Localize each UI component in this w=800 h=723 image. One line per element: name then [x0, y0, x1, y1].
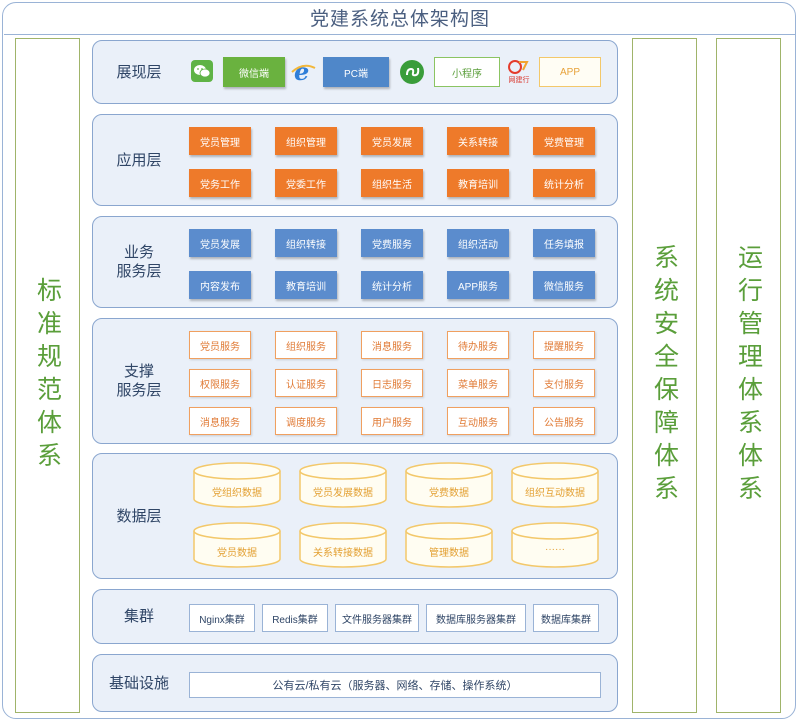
database-cylinder-icon	[299, 522, 387, 568]
application-module: 党员管理	[189, 127, 251, 155]
business-service: 组织活动	[447, 229, 509, 257]
security-column-label: 系统安全保障体系	[650, 243, 680, 508]
support-service: 提醒服务	[533, 331, 595, 359]
application-module: 关系转接	[447, 127, 509, 155]
data-store: 组织互动数据	[511, 462, 599, 508]
infrastructure-box: 公有云/私有云（服务器、网络、存储、操作系统）	[189, 672, 601, 698]
data-store-label: 党费数据	[429, 488, 469, 499]
standards-column: 标准规范体系	[15, 38, 80, 713]
business-service: 党员发展	[189, 229, 251, 257]
support-service: 调度服务	[275, 407, 337, 435]
svg-text:e: e	[294, 58, 309, 84]
support-service: 公告服务	[533, 407, 595, 435]
data-store: 党组织数据	[193, 462, 281, 508]
layer-label: 集群	[123, 608, 154, 625]
data-store-label: 党员数据	[217, 548, 257, 559]
wechat-icon	[191, 60, 213, 82]
data-store-label: 党员发展数据	[313, 488, 373, 499]
mini-program-icon	[399, 59, 425, 85]
database-cylinder-icon	[511, 522, 599, 568]
channel-wechat: 微信端	[223, 57, 285, 87]
support-service: 待办服务	[447, 331, 509, 359]
support-service: 权限服务	[189, 369, 251, 397]
application-module: 党费管理	[533, 127, 595, 155]
data-store: 关系转接数据	[299, 522, 387, 568]
cluster-item: 文件服务器集群	[335, 604, 419, 632]
layer-infrastructure: 基础设施 公有云/私有云（服务器、网络、存储、操作系统）	[92, 654, 618, 712]
channel-pc: PC端	[323, 57, 389, 87]
title-divider	[4, 34, 796, 35]
business-service: 内容发布	[189, 271, 251, 299]
app-logo-icon: 网建行	[505, 58, 533, 86]
operations-column: 运行管理体系体系	[716, 38, 781, 713]
layer-label: 基础设施	[108, 674, 169, 692]
data-store: 党员发展数据	[299, 462, 387, 508]
database-cylinder-icon	[405, 522, 493, 568]
layer-label: 支撑 服务层	[116, 363, 162, 399]
database-cylinder-icon	[193, 462, 281, 508]
database-cylinder-icon	[299, 462, 387, 508]
support-service: 消息服务	[361, 331, 423, 359]
layer-data: 数据层 党组织数据 党员发展数据 党费数据 组织互动数据党员数据 关系转接数据 管理数据 ·…	[92, 453, 618, 579]
database-cylinder-icon	[405, 462, 493, 508]
layer-presentation: 展现层 微信端 e PC端 小程序 网建行 APP	[92, 40, 618, 104]
layer-support-service: 支撑 服务层 党员服务组织服务消息服务待办服务提醒服务权限服务认证服务日志服务菜…	[92, 318, 618, 444]
channel-mini-program: 小程序	[434, 57, 500, 87]
business-service: 微信服务	[533, 271, 595, 299]
cluster-item: 数据库集群	[533, 604, 599, 632]
data-store-label: 组织互动数据	[525, 488, 585, 499]
data-store: 党费数据	[405, 462, 493, 508]
data-store-label: 关系转接数据	[313, 548, 373, 559]
business-service: 组织转接	[275, 229, 337, 257]
data-store-label: ······	[545, 544, 565, 555]
layer-application: 应用层 党员管理组织管理党员发展关系转接党费管理党务工作党委工作组织生活教育培训…	[92, 114, 618, 206]
application-module: 教育培训	[447, 169, 509, 197]
data-store: ······	[511, 522, 599, 568]
support-service: 互动服务	[447, 407, 509, 435]
business-service: 任务填报	[533, 229, 595, 257]
channel-app: APP	[539, 57, 601, 87]
data-store: 党员数据	[193, 522, 281, 568]
business-service: 教育培训	[275, 271, 337, 299]
ie-browser-icon: e	[290, 57, 316, 86]
application-module: 党务工作	[189, 169, 251, 197]
business-service: 党费服务	[361, 229, 423, 257]
support-service: 组织服务	[275, 331, 337, 359]
support-service: 菜单服务	[447, 369, 509, 397]
layer-label: 展现层	[116, 63, 162, 81]
layer-label: 应用层	[116, 151, 162, 169]
data-store-label: 党组织数据	[212, 488, 262, 499]
security-column: 系统安全保障体系	[632, 38, 697, 713]
cluster-item: 数据库服务器集群	[426, 604, 526, 632]
application-module: 党委工作	[275, 169, 337, 197]
application-module: 组织管理	[275, 127, 337, 155]
business-service: APP服务	[447, 271, 509, 299]
business-service: 统计分析	[361, 271, 423, 299]
support-service: 党员服务	[189, 331, 251, 359]
application-module: 组织生活	[361, 169, 423, 197]
layer-label: 数据层	[116, 507, 162, 525]
database-cylinder-icon	[193, 522, 281, 568]
database-cylinder-icon	[511, 462, 599, 508]
support-service: 消息服务	[189, 407, 251, 435]
app-logo-text: 网建行	[508, 77, 530, 84]
data-store: 管理数据	[405, 522, 493, 568]
operations-column-label: 运行管理体系体系	[734, 243, 764, 508]
support-service: 日志服务	[361, 369, 423, 397]
cluster-item: Redis集群	[262, 604, 328, 632]
diagram-title: 党建系统总体架构图	[309, 9, 490, 30]
application-module: 统计分析	[533, 169, 595, 197]
support-service: 认证服务	[275, 369, 337, 397]
application-module: 党员发展	[361, 127, 423, 155]
layer-business-service: 业务 服务层 党员发展组织转接党费服务组织活动任务填报内容发布教育培训统计分析 A…	[92, 216, 618, 308]
cluster-item: Nginx集群	[189, 604, 255, 632]
support-service: 用户服务	[361, 407, 423, 435]
support-service: 支付服务	[533, 369, 595, 397]
layer-label: 业务 服务层	[116, 244, 162, 280]
standards-column-label: 标准规范体系	[33, 276, 63, 475]
data-store-label: 管理数据	[429, 548, 469, 559]
